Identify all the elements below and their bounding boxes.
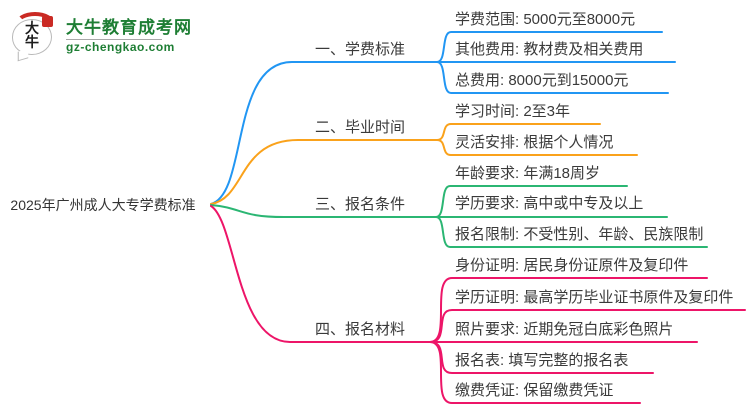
leaf-study-duration: 学习时间: 2至3年 (455, 103, 571, 120)
branch-4-leaf-5-line (429, 341, 641, 404)
leaf-registration-limits: 报名限制: 不受性别、年龄、民族限制 (455, 226, 704, 243)
site-name: 大牛教育成考网 (66, 18, 192, 37)
daniu-bubble-icon: 大牛 (10, 10, 58, 62)
logo-divider (66, 39, 162, 40)
site-logo[interactable]: 大牛 大牛教育成考网 gz-chengkao.com (10, 10, 192, 62)
leaf-identity-proof: 身份证明: 居民身份证原件及复印件 (455, 257, 689, 274)
branch-4-leaf-1-line (429, 277, 708, 343)
branch-3-trunk-line (210, 204, 437, 218)
leaf-tuition-range: 学费范围: 5000元至8000元 (455, 11, 636, 28)
site-domain: gz-chengkao.com (66, 40, 175, 54)
branch-1-leaf-1-line (436, 31, 663, 63)
leaf-photo-requirement: 照片要求: 近期免冠白底彩色照片 (455, 321, 674, 338)
leaf-age-requirement: 年龄要求: 年满18周岁 (455, 165, 601, 182)
branch-label-tuition: 一、学费标准 (314, 41, 405, 58)
branch-2-leaf-2-line (436, 139, 638, 156)
red-arc-icon (15, 12, 55, 36)
branch-4-trunk-line (210, 205, 431, 343)
leaf-payment-receipt: 缴费凭证: 保留缴费凭证 (455, 382, 614, 399)
branch-3-leaf-1-line (435, 185, 628, 218)
leaf-other-fees: 其他费用: 教材费及相关费用 (455, 41, 644, 58)
branch-1-leaf-3-line (436, 61, 669, 94)
leaf-education-requirement: 学历要求: 高中或中专及以上 (455, 195, 644, 212)
branch-label-requirements: 三、报名条件 (314, 196, 405, 213)
branch-3-leaf-3-line (435, 216, 708, 248)
leaf-total-cost: 总费用: 8000元到15000元 (455, 72, 629, 89)
leaf-application-form: 报名表: 填写完整的报名表 (455, 352, 629, 369)
red-seal-icon (42, 16, 53, 27)
branch-2-trunk-line (210, 139, 438, 205)
branch-label-graduation: 二、毕业时间 (314, 119, 405, 136)
root-node-title: 2025年广州成人大专学费标准 (10, 197, 196, 213)
branch-label-materials: 四、报名材料 (314, 321, 405, 338)
speech-bubble-tail (17, 48, 29, 62)
leaf-flexible-schedule: 灵活安排: 根据个人情况 (455, 134, 614, 151)
branch-1-trunk-line (210, 61, 438, 205)
leaf-education-proof: 学历证明: 最高学历毕业证书原件及复印件 (455, 289, 734, 306)
branch-4-leaf-2-line (429, 309, 746, 343)
logo-text-block: 大牛教育成考网 gz-chengkao.com (66, 10, 192, 54)
